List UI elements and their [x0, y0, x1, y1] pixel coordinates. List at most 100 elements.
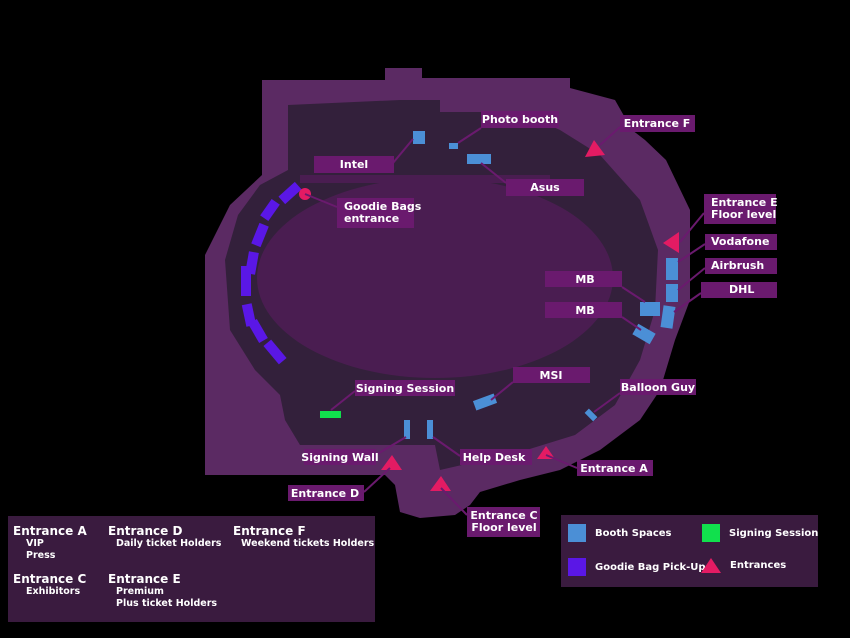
- legend-signing: Signing Session: [702, 524, 818, 542]
- entrance-d-marker[interactable]: [381, 455, 402, 470]
- label-entrance-a: Entrance A: [580, 462, 648, 475]
- label-entrance-e-2: Floor level: [711, 208, 776, 221]
- legend-entrance-f: Entrance F Weekend tickets Holders: [233, 524, 374, 550]
- label-box-goodie: [337, 198, 414, 228]
- label-airbrush: Airbrush: [711, 259, 764, 272]
- booth-spaces: [404, 131, 678, 439]
- leader-lines: [304, 126, 706, 516]
- goodie-segment: [251, 222, 269, 248]
- label-entrance-e-1: Entrance E: [711, 196, 778, 209]
- legend-entrance-c: Entrance C Exhibitors: [13, 572, 86, 598]
- label-box-entrance-f: [620, 115, 695, 132]
- label-entrance-c-2: Floor level: [471, 521, 536, 534]
- signing-session-area[interactable]: [320, 411, 341, 418]
- goodie-swatch-icon: [568, 558, 586, 576]
- label-box-help-desk: [460, 449, 532, 465]
- booth-msi[interactable]: [472, 393, 498, 411]
- label-goodie-bags-2: entrance: [344, 212, 399, 225]
- legend-entrance-c-title: Entrance C: [13, 572, 87, 586]
- entrance-c-marker[interactable]: [430, 476, 451, 491]
- label-entrance-c-1: Entrance C: [470, 509, 537, 522]
- legend-entrance-d: Entrance D Daily ticket Holders: [108, 524, 221, 550]
- entrance-f-marker[interactable]: [585, 140, 605, 157]
- goodie-segment: [263, 339, 287, 365]
- booth-asus[interactable]: [467, 154, 491, 164]
- label-box-dhl: [701, 282, 777, 298]
- booth-airbrush[interactable]: [666, 284, 678, 302]
- legend-goodie: Goodie Bag Pick-Up: [568, 558, 706, 576]
- label-box-airbrush: [705, 258, 777, 274]
- booth-help-desk[interactable]: [427, 420, 433, 439]
- legend-booth: Booth Spaces: [568, 524, 672, 542]
- label-box-signing-session: [355, 380, 455, 396]
- label-photo-booth: Photo booth: [482, 113, 558, 126]
- label-vodafone: Vodafone: [711, 235, 769, 248]
- label-box-entrance-d: [288, 485, 364, 501]
- label-goodie-bags-1: Goodie Bags: [344, 200, 422, 213]
- label-box-photo: [481, 111, 559, 128]
- label-entrance-f: Entrance F: [624, 117, 691, 130]
- label-help-desk: Help Desk: [463, 451, 526, 464]
- legend-signing-label: Signing Session: [729, 527, 819, 539]
- booth-signing-wall[interactable]: [404, 420, 410, 439]
- legend-entrance-a-line: VIP: [26, 538, 44, 549]
- label-box-msi: [513, 367, 590, 383]
- entrance-legend: Entrance A VIP Press Entrance D Daily ti…: [8, 516, 375, 622]
- legend-entrance-a-line: Press: [26, 550, 56, 561]
- label-box-entrance-c: [467, 507, 540, 537]
- label-balloon-guy: Balloon Guy: [621, 381, 695, 394]
- label-dhl: DHL: [729, 283, 754, 296]
- legend-entrance-a: Entrance A VIP Press: [13, 524, 87, 562]
- legend-entrance-c-line: Exhibitors: [26, 586, 81, 597]
- legend-entrances-label: Entrances: [730, 560, 787, 571]
- label-asus: Asus: [530, 181, 560, 194]
- label-box-intel: [314, 156, 394, 173]
- legend-entrance-e-line: Premium: [116, 586, 164, 597]
- booth-photo[interactable]: [449, 143, 458, 149]
- entrance-triangle-icon: [701, 558, 721, 573]
- booth-vodafone[interactable]: [666, 258, 678, 280]
- label-box-entrance-e: [704, 194, 776, 224]
- goodie-segment: [241, 303, 257, 327]
- legend-entrance-e: Entrance E Premium Plus ticket Holders: [108, 572, 217, 610]
- field-edge-top: [300, 175, 550, 183]
- label-box-mb-2: [545, 302, 622, 318]
- label-box-asus: [506, 179, 584, 196]
- label-msi: MSI: [540, 369, 563, 382]
- booth-swatch-icon: [568, 524, 586, 542]
- label-signing-wall: Signing Wall: [301, 451, 378, 464]
- signing-swatch-icon: [702, 524, 720, 542]
- label-signing-session: Signing Session: [356, 382, 454, 395]
- booth-mb-1[interactable]: [640, 302, 660, 316]
- goodie-segment: [241, 266, 251, 296]
- legend-entrance-d-title: Entrance D: [108, 524, 183, 538]
- entrance-e-marker[interactable]: [663, 232, 679, 253]
- legend-entrance-f-title: Entrance F: [233, 524, 306, 538]
- label-box-entrance-a: [577, 460, 653, 476]
- label-mb-2: MB: [575, 304, 594, 317]
- label-box-mb-1: [545, 271, 622, 287]
- label-box-signing-wall: [304, 449, 376, 465]
- goodie-segment: [260, 198, 280, 222]
- legend-entrances: Entrances: [701, 558, 786, 573]
- entrance-a-marker[interactable]: [537, 446, 555, 459]
- legend-entrance-e-title: Entrance E: [108, 572, 181, 586]
- legend-entrance-d-line: Daily ticket Holders: [116, 538, 222, 549]
- booth-intel[interactable]: [413, 131, 425, 144]
- entrances: [381, 140, 679, 491]
- goodie-segment: [278, 181, 302, 205]
- booth-dhl[interactable]: [660, 305, 676, 329]
- legend-entrance-a-title: Entrance A: [13, 524, 87, 538]
- goodie-segment: [248, 318, 268, 344]
- label-mb-1: MB: [575, 273, 594, 286]
- legend-entrance-e-line: Plus ticket Holders: [116, 598, 218, 609]
- label-boxes: [288, 111, 777, 537]
- label-intel: Intel: [340, 158, 368, 171]
- legend-booth-label: Booth Spaces: [595, 527, 672, 539]
- legend-entrance-f-line: Weekend tickets Holders: [241, 538, 375, 549]
- goodie-bag-pickup[interactable]: [241, 181, 302, 365]
- booth-balloon[interactable]: [584, 408, 598, 422]
- symbol-legend: Booth Spaces Signing Session Goodie Bag …: [561, 515, 818, 587]
- legend-goodie-label: Goodie Bag Pick-Up: [595, 561, 706, 573]
